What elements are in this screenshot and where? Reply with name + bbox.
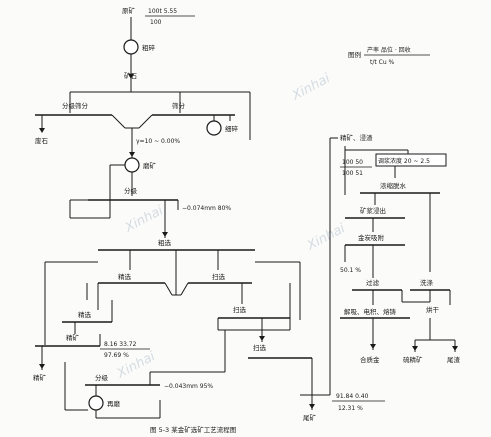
crushing-label: 粗碎 (142, 43, 156, 52)
rp-concentrate: 硫精矿 (403, 355, 423, 364)
arrow-down (309, 404, 315, 409)
raw-ore-value-1: 100t 5.55 (148, 8, 177, 15)
watermark: Xinhai (289, 71, 333, 104)
arrow-down (39, 364, 45, 369)
legend-label: 图例 (348, 50, 361, 59)
grinding-label: 磨矿 (143, 161, 157, 170)
rp-wash: 洗涤 (420, 278, 434, 287)
crusher-symbol (123, 39, 139, 55)
rp-filter: 过滤 (366, 278, 380, 287)
classify-label: 分级 (124, 186, 138, 195)
rp-dry: 烘干 (426, 305, 440, 314)
regrind-class-label: 分级 (95, 373, 109, 382)
screening-stage: 分级筛分 废石 筛分 细碎 γ=10 ~ 0.00% 磨矿 分级 (35, 92, 251, 196)
rp-pulp: 调浆浓度 20 ~ 2.5 (378, 157, 430, 165)
tailings-values-2: 12.31 % (338, 405, 363, 412)
flow-line (180, 282, 189, 296)
scavenge-3-label: 扫选 (253, 343, 267, 352)
grinding-mill-symbol (124, 157, 140, 173)
regrind-mill-symbol (88, 395, 104, 411)
classification-stage: −0.074mm 80% 粗选 (69, 164, 231, 247)
regrind-size: −0.043mm 95% (164, 383, 213, 390)
scavenge-2-label: 扫选 (233, 305, 247, 314)
arrow-down (39, 128, 45, 133)
grind-values: γ=10 ~ 0.00% (136, 138, 180, 145)
flotation-stage: 精选 扫选 精选 扫选 扫选 精矿 8.16 33.72 97.69 % (33, 249, 313, 395)
rp-leach: 矿浆浸出 (360, 206, 386, 215)
arrow-down (370, 344, 376, 349)
concentrate-bar-label: 精矿 (66, 333, 80, 342)
concentrate-values-1: 8.16 33.72 (104, 341, 137, 348)
pulp-box (375, 153, 447, 167)
scavenging-right-label: 扫选 (212, 272, 226, 281)
rp-elute: 解吸、电积、熔铸 (344, 307, 397, 316)
regrind-label: 再磨 (107, 399, 121, 408)
flow-line (111, 114, 126, 129)
coarse-screen-label: 分级筛分 (62, 101, 89, 110)
rp-header: 精矿、浸渣 (340, 133, 373, 142)
tailings-stage: 尾矿 91.84 0.40 12.31 % (300, 138, 385, 422)
scavenging-left-label: 精选 (118, 272, 132, 281)
rp-thicken: 浓缩脱水 (380, 181, 407, 190)
flow-line (164, 282, 173, 296)
tailings-out-label: 废石 (35, 136, 49, 145)
cleaning-left-label: 精选 (78, 310, 92, 319)
watermark: Xinhai (122, 203, 166, 236)
arrow-down (259, 336, 265, 341)
ore-feed-label: 矿石 (124, 71, 138, 80)
legend: 图例 产率 品位 · 回收 t/t Cu % (348, 46, 430, 66)
rp-tail: 尾渣 (447, 355, 461, 364)
concentrate-values-2: 97.69 % (104, 352, 129, 359)
raw-ore-value-2: 100 (150, 19, 162, 26)
rp-value-2: 100 51 (342, 170, 363, 177)
rp-product: 合质金 (360, 355, 380, 364)
crushing-stage: 原矿 100t 5.55 100 粗碎 矿石 (70, 6, 251, 118)
watermark: Xinhai (304, 221, 348, 254)
raw-ore-label: 原矿 (122, 6, 136, 15)
cyanidation-panel: 精矿、浸渣 100 50 100 51 调浆浓度 20 ~ 2.5 浓缩脱水 矿… (330, 133, 461, 364)
legend-bottom: t/t Cu % (370, 59, 395, 66)
concentrate-out-label: 精矿 (33, 373, 47, 382)
fine-crusher-symbol (206, 120, 222, 136)
arrow-down (128, 74, 134, 79)
flotation-top-label: 粗选 (158, 238, 172, 247)
arrow-down (452, 346, 458, 351)
rp-value-3: 50.1 % (340, 267, 361, 274)
rp-adsorb: 金炭吸附 (358, 233, 385, 242)
tailings-values-1: 91.84 0.40 (336, 393, 369, 400)
arrow-down (129, 152, 135, 157)
fine-crush-label: 细碎 (225, 124, 239, 133)
classify-size: −0.074mm 80% (182, 205, 231, 212)
legend-top: 产率 品位 · 回收 (367, 46, 411, 54)
figure-caption: 图 5-3 某金矿选矿工艺流程图 (150, 425, 236, 434)
screen-right-label: 筛分 (172, 101, 186, 110)
rp-value-1: 100 50 (342, 159, 363, 166)
regrind-stage: 分级 −0.043mm 95% 再磨 (64, 330, 226, 419)
flow-line (138, 114, 153, 129)
arrow-down (412, 346, 418, 351)
tailings-label: 尾矿 (303, 413, 317, 422)
arrow-down (162, 232, 168, 237)
